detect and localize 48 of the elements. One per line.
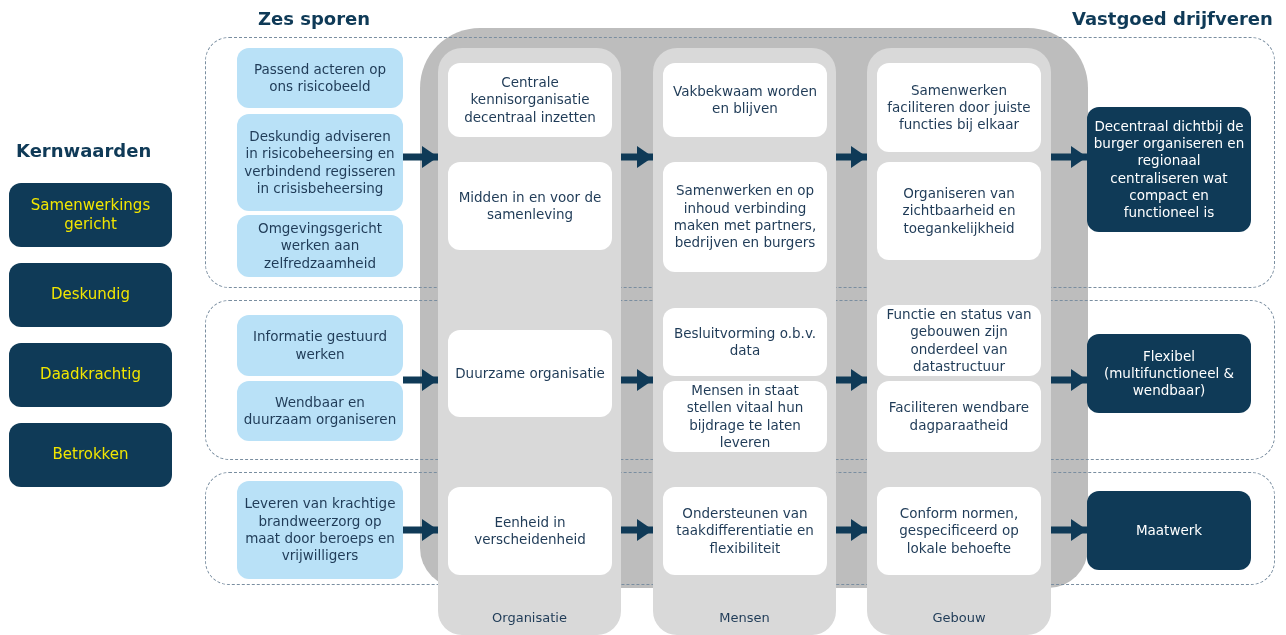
process-box: Vakbekwaam worden en blijven — [663, 63, 827, 137]
column-label: Gebouw — [931, 610, 987, 625]
arrow — [403, 519, 438, 541]
process-box: Besluitvorming o.b.v. data — [663, 308, 827, 376]
process-box: Samenwerken en op inhoud verbinding maken met partners, bedrijven en burgers — [663, 162, 827, 272]
column-panel — [438, 48, 621, 635]
section-heading: Zes sporen — [258, 8, 371, 29]
arrow — [1051, 146, 1087, 168]
core-value-box: Daadkrachtig — [9, 343, 172, 407]
core-value-box: Samenwerkings gericht — [9, 183, 172, 247]
column-label: Organisatie — [491, 610, 568, 625]
column-panel — [867, 48, 1051, 635]
process-box: Mensen in staat stellen vitaal hun bijdrage te laten leveren — [663, 381, 827, 452]
outcome-box: Maatwerk — [1087, 491, 1251, 570]
track-box: Informatie gestuurd werken — [237, 315, 403, 376]
outcome-box: Decentraal dichtbij de burger organiseren en regionaal centraliseren wat compact en functioneel is — [1087, 107, 1251, 232]
process-box: Eenheid in verscheidenheid — [448, 487, 612, 575]
column-panel — [653, 48, 836, 635]
process-box: Centrale kennisorganisatie decentraal inzetten — [448, 63, 612, 137]
track-box: Passend acteren op ons risicobeeld — [237, 48, 403, 108]
process-box: Organiseren van zichtbaarheid en toegankelijkheid — [877, 162, 1041, 260]
arrow — [621, 146, 653, 168]
process-box: Ondersteunen van taakdifferentiatie en flexibiliteit — [663, 487, 827, 575]
arrow — [1051, 519, 1087, 541]
arrow — [836, 369, 867, 391]
outcome-box: Flexibel (multifunctioneel & wendbaar) — [1087, 334, 1251, 413]
arrow — [621, 519, 653, 541]
process-box: Samenwerken faciliteren door juiste functies bij elkaar — [877, 63, 1041, 152]
process-box: Duurzame organisatie — [448, 330, 612, 417]
track-box: Omgevingsgericht werken aan zelfredzaamheid — [237, 215, 403, 277]
section-heading: Kernwaarden — [16, 140, 152, 161]
arrow — [836, 146, 867, 168]
process-box: Midden in en voor de samenleving — [448, 162, 612, 250]
column-label: Mensen — [718, 610, 771, 625]
track-box: Wendbaar en duurzaam organiseren — [237, 381, 403, 441]
track-box: Deskundig adviseren in risicobeheersing en verbindend regisseren in crisisbeheersing — [237, 114, 403, 211]
arrow — [403, 146, 438, 168]
process-box: Faciliteren wendbare dagparaatheid — [877, 381, 1041, 452]
core-value-box: Deskundig — [9, 263, 172, 327]
process-box: Conform normen, gespecificeerd op lokale behoefte — [877, 487, 1041, 575]
process-box: Functie en status van gebouwen zijn onderdeel van datastructuur — [877, 305, 1041, 376]
arrow — [621, 369, 653, 391]
track-box: Leveren van krachtige brandweerzorg op maat door beroeps en vrijwilligers — [237, 481, 403, 579]
arrow — [1051, 369, 1087, 391]
arrow — [836, 519, 867, 541]
core-value-box: Betrokken — [9, 423, 172, 487]
section-heading: Vastgoed drijfveren — [1072, 8, 1273, 29]
arrow — [403, 369, 438, 391]
